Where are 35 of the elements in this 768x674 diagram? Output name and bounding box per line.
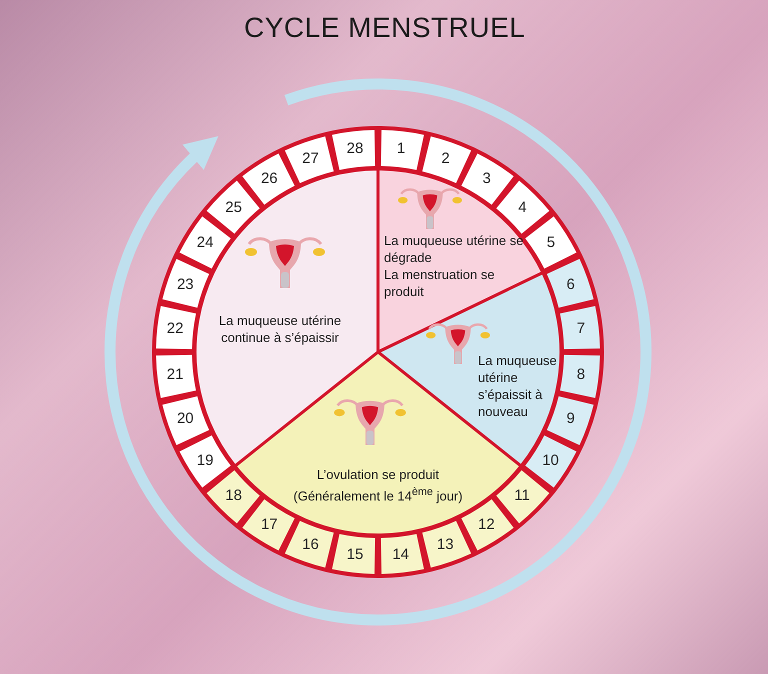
phase-description: La menstruation se produit bbox=[384, 266, 496, 300]
day-number: 7 bbox=[576, 320, 586, 338]
day-number: 15 bbox=[346, 546, 364, 564]
day-number: 16 bbox=[302, 536, 319, 554]
day-number: 12 bbox=[478, 516, 495, 534]
day-number: 22 bbox=[166, 320, 184, 338]
day-number: 21 bbox=[166, 366, 184, 384]
day-number: 2 bbox=[441, 150, 450, 168]
day-number: 18 bbox=[225, 487, 242, 506]
day-number: 1 bbox=[396, 140, 406, 158]
day-number: 11 bbox=[514, 487, 530, 506]
day-number: 23 bbox=[176, 276, 194, 294]
day-number: 3 bbox=[482, 170, 491, 188]
diagram-title: CYCLE MENSTRUEL bbox=[244, 12, 526, 44]
day-number: 14 bbox=[392, 546, 410, 564]
day-number: 25 bbox=[225, 198, 242, 217]
day-number: 19 bbox=[196, 452, 214, 470]
day-number: 13 bbox=[436, 536, 454, 554]
phase-description: La muqueuse utérine s’épaissit à nouveau bbox=[478, 352, 558, 420]
day-number: 20 bbox=[176, 410, 194, 428]
day-number: 17 bbox=[260, 516, 278, 534]
day-number: 27 bbox=[302, 150, 319, 168]
day-number: 24 bbox=[196, 234, 214, 252]
phase-description: L’ovulation se produit bbox=[316, 466, 440, 483]
day-number: 4 bbox=[518, 198, 527, 217]
day-number: 6 bbox=[566, 276, 575, 294]
phase-description: La muqueuse utérine continue à s’épaissir bbox=[218, 312, 342, 346]
phase-description: La muqueuse utérine se dégrade bbox=[384, 232, 524, 266]
day-number: 8 bbox=[576, 366, 586, 384]
day-number: 9 bbox=[566, 410, 575, 428]
day-number: 28 bbox=[346, 140, 364, 158]
day-number: 5 bbox=[546, 234, 556, 252]
day-number: 10 bbox=[542, 452, 559, 470]
day-number: 26 bbox=[260, 170, 278, 188]
phase-description: (Généralement le 14$^{ème}$ jour) bbox=[292, 485, 464, 504]
